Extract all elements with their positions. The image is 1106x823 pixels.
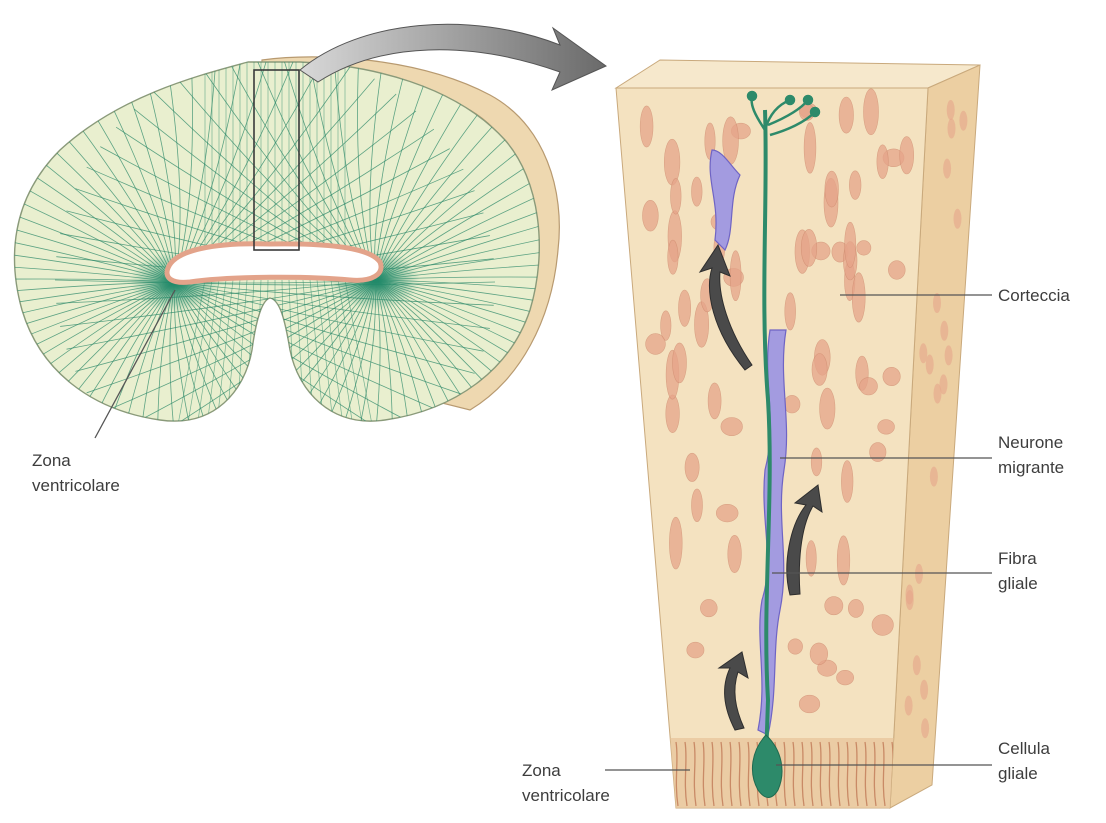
cortical-neuron bbox=[919, 343, 927, 363]
cortical-neuron bbox=[913, 655, 921, 675]
cortical-neuron bbox=[700, 599, 717, 616]
label-cortex: Corteccia bbox=[998, 283, 1070, 308]
cortical-neuron bbox=[646, 334, 666, 355]
label-line: Corteccia bbox=[998, 283, 1070, 308]
cortical-neuron bbox=[921, 718, 929, 738]
cortical-neuron bbox=[671, 178, 682, 214]
label-line: Neurone bbox=[998, 430, 1064, 455]
cortical-neuron bbox=[812, 354, 827, 386]
cortical-neuron bbox=[801, 229, 817, 266]
cortical-neuron bbox=[728, 535, 742, 572]
cortical-neuron bbox=[730, 251, 741, 301]
cortical-neuron bbox=[692, 489, 703, 522]
cortical-neuron bbox=[721, 418, 743, 436]
label-right-ventricular-zone: Zona ventricolare bbox=[522, 758, 610, 808]
cortical-neuron bbox=[664, 139, 680, 185]
label-line: Zona bbox=[32, 448, 120, 473]
cortical-neuron bbox=[810, 643, 828, 665]
cortical-neuron bbox=[888, 261, 905, 280]
cortical-neuron bbox=[804, 122, 816, 173]
label-migrating-neuron: Neurone migrante bbox=[998, 430, 1064, 480]
cortical-neuron bbox=[883, 367, 900, 385]
cortical-neuron bbox=[878, 420, 895, 435]
cortical-neuron bbox=[900, 137, 914, 174]
cortical-neuron bbox=[906, 590, 914, 610]
cortical-neuron bbox=[860, 378, 878, 395]
cortical-neuron bbox=[857, 241, 871, 256]
ventricular-zone-palisade bbox=[670, 738, 900, 810]
label-line: gliale bbox=[998, 571, 1038, 596]
cortical-neuron bbox=[947, 100, 955, 120]
cortical-neuron bbox=[784, 395, 800, 413]
cortical-neuron bbox=[849, 171, 861, 200]
cortical-neuron bbox=[915, 564, 923, 584]
cortical-neuron bbox=[845, 222, 856, 267]
cortical-neuron bbox=[920, 680, 928, 700]
cortical-neuron bbox=[948, 119, 956, 139]
label-line: Cellula bbox=[998, 736, 1050, 761]
cortical-neuron bbox=[666, 395, 680, 433]
cortical-neuron bbox=[905, 696, 913, 716]
cortical-neuron bbox=[933, 293, 941, 313]
cortical-neuron bbox=[640, 106, 653, 147]
cortex-block bbox=[616, 60, 980, 810]
cortical-neuron bbox=[820, 388, 835, 429]
cortical-neuron bbox=[687, 642, 704, 658]
cortical-neuron bbox=[848, 599, 863, 617]
cortical-neuron bbox=[841, 461, 853, 503]
cortical-neuron bbox=[685, 453, 699, 481]
cortical-neuron bbox=[673, 343, 687, 383]
cortical-neuron bbox=[940, 321, 948, 341]
cortical-neuron bbox=[940, 374, 948, 394]
label-glial-cell: Cellula gliale bbox=[998, 736, 1050, 786]
cortical-neuron bbox=[870, 443, 886, 462]
cortical-neuron bbox=[643, 200, 659, 231]
cortical-neuron bbox=[852, 273, 865, 322]
cortical-neuron bbox=[679, 290, 691, 326]
label-line: migrante bbox=[998, 455, 1064, 480]
cortical-neuron bbox=[811, 448, 822, 476]
label-left-ventricular-zone: Zona ventricolare bbox=[32, 448, 120, 498]
radial-fiber bbox=[265, 280, 268, 430]
cortical-neuron bbox=[806, 541, 816, 577]
cortical-neuron bbox=[799, 695, 820, 713]
label-glial-fiber: Fibra gliale bbox=[998, 546, 1038, 596]
cortical-neuron bbox=[669, 517, 682, 569]
cortical-neuron bbox=[716, 504, 738, 522]
cortical-neuron bbox=[692, 177, 703, 206]
cortical-neuron bbox=[788, 639, 803, 654]
cortical-neuron bbox=[839, 97, 853, 133]
cortical-neuron bbox=[930, 467, 938, 487]
cortical-neuron bbox=[837, 670, 854, 685]
cortical-neuron bbox=[837, 536, 850, 585]
label-line: Zona bbox=[522, 758, 610, 783]
cortical-neuron bbox=[945, 345, 953, 365]
label-line: Fibra bbox=[998, 546, 1038, 571]
label-line: gliale bbox=[998, 761, 1050, 786]
cortical-neuron bbox=[959, 111, 967, 131]
cortical-neuron bbox=[872, 615, 893, 636]
label-line: ventricolare bbox=[32, 473, 120, 498]
cortical-neuron bbox=[825, 597, 843, 615]
cortical-neuron bbox=[954, 209, 962, 229]
cortical-neuron bbox=[825, 171, 839, 207]
cortical-neuron bbox=[864, 89, 879, 135]
block-top-face bbox=[616, 60, 980, 88]
cortical-neuron bbox=[943, 159, 951, 179]
label-line: ventricolare bbox=[522, 783, 610, 808]
cortical-neuron bbox=[785, 293, 796, 330]
cortical-neuron bbox=[668, 240, 678, 274]
cortical-neuron bbox=[708, 383, 721, 419]
cortical-neuron bbox=[877, 145, 888, 179]
